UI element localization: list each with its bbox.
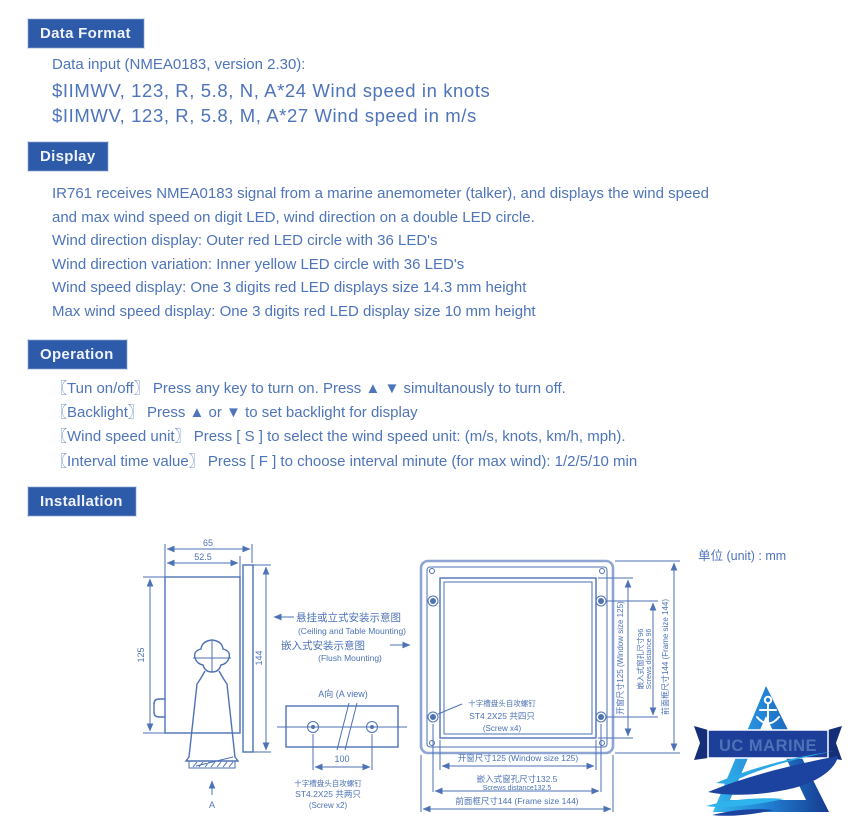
logo-text: UC MARINE [719,737,817,755]
display-line: Wind speed display: One 3 digits red LED… [52,279,527,296]
a-view-screw-en: (Screw x2) [309,801,348,810]
nmea-knots-line: $IIMWV, 123, R, 5.8, N, A*24 Wind speed … [52,80,491,101]
side-view-drawing: 65 52.5 125 144 [136,538,271,810]
panel-screw-spec: ST4 2X25 共四只 [469,711,535,721]
panel-screw-cn: 十字槽盘头自攻螺钉 [468,698,536,708]
section-header-installation: Installation [27,486,137,517]
dim-window-width: 开窗尺寸125 (Window size 125) [458,753,579,763]
operation-line: 〖Wind speed unit〗 Press [ S ] to select … [52,428,626,446]
nmea-ms-line: $IIMWV, 123, R, 5.8, M, A*27 Wind speed … [52,105,477,126]
a-view-title: A向 (A view) [318,688,368,699]
dim-screws-height-en: Screws distance 96 [646,629,653,690]
uc-marine-logo: UC MARINE [694,686,842,816]
flush-mounting-label-en: (Flush Mounting) [318,653,382,663]
display-line: Wind direction variation: Inner yellow L… [52,255,465,273]
dim-frame-width: 前面框尺寸144 (Frame size 144) [455,796,578,806]
dim-label-125: 125 [136,647,146,662]
dim-frame-height-v: 前面框尺寸144 (Frame size 144) [660,599,670,715]
operation-paragraph: 〖Tun on/off〗 Press any key to turn on. P… [52,377,637,474]
operation-line: 〖Backlight〗 Press ▲ or ▼ to set backligh… [52,404,418,422]
installation-drawing: 65 52.5 125 144 [136,538,680,813]
operation-line: 〖Tun on/off〗 Press any key to turn on. P… [52,380,566,397]
data-input-line: Data input (NMEA0183, version 2.30): [52,56,306,73]
dim-label-100: 100 [334,754,349,764]
section-header-operation: Operation [27,339,128,370]
a-view-drawing: A向 (A view) 100 十字槽盘头自攻螺钉 ST4.2X25 共两只 (… [277,688,407,810]
unit-note: 单位 (unit) : mm [698,549,787,563]
logo-boat [706,751,838,816]
dim-screws-width-cn: 嵌入式窗孔尺寸132.5 [477,774,558,784]
dim-label-65: 65 [203,538,213,548]
view-arrow-label: A [209,800,215,810]
display-line: and max wind speed on digit LED, wind di… [52,208,535,226]
display-paragraph: IR761 receives NMEA0183 signal from a ma… [52,182,709,323]
panel-screw-en: (Screw x4) [483,724,522,733]
section-header-data-format: Data Format [27,18,145,49]
mounting-labels: 悬挂或立式安装示意图 (Ceiling and Table Mounting) … [273,611,411,663]
display-line: IR761 receives NMEA0183 signal from a ma… [52,185,709,202]
mounting-stand [184,639,240,769]
display-line: Wind direction display: Outer red LED ci… [52,232,438,249]
display-line: Max wind speed display: One 3 digits red… [52,302,536,320]
ceiling-mounting-label-cn: 悬挂或立式安装示意图 [296,611,401,624]
logo-banner: UC MARINE [694,726,842,760]
a-view-screw-cn: 十字槽盘头自攻螺钉 [294,778,362,788]
dim-window-height: 开窗尺寸125 (Window size 125) [615,601,625,715]
ceiling-mounting-label-en: (Ceiling and Table Mounting) [298,626,406,636]
panel-screw-holes [427,595,607,723]
dim-screws-height-cn: 嵌入式窗孔尺寸96 [635,629,645,690]
dim-label-52-5: 52.5 [194,552,212,562]
a-view-screw-spec: ST4.2X25 共两只 [295,789,361,799]
section-header-display: Display [26,141,110,172]
flush-mounting-label-cn: 嵌入式安装示意图 [281,639,365,652]
dim-label-144: 144 [254,650,264,665]
anchor-icon [756,695,780,727]
front-view-drawing: 十字槽盘头自攻螺钉 ST4 2X25 共四只 (Screw x4) 开窗尺寸12… [419,559,680,813]
operation-line: 〖Interval time value〗 Press [ F ] to cho… [52,452,638,470]
